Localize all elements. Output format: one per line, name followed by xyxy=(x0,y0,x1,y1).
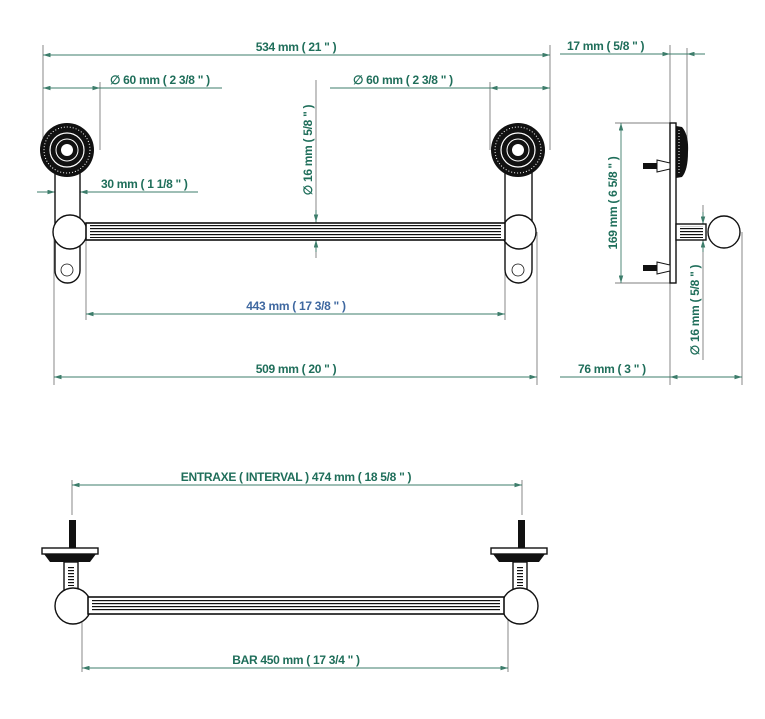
rosette-profile xyxy=(676,126,689,178)
label-bar-diameter: ∅ 16 mm ( 5/8 " ) xyxy=(301,104,315,195)
top-view: ENTRAXE ( INTERVAL ) 474 mm ( 18 5/8 " )… xyxy=(41,470,548,672)
right-mount-top xyxy=(490,520,548,625)
wall-anchor-icon xyxy=(643,159,671,173)
wall-anchor-icon xyxy=(643,261,671,275)
left-mount-top xyxy=(41,520,99,625)
right-bracket xyxy=(491,123,545,284)
knob xyxy=(501,214,537,250)
label-inner-length: 443 mm ( 17 3/8 " ) xyxy=(246,299,346,313)
knob xyxy=(707,215,741,249)
label-plate-height: 169 mm ( 6 5/8 " ) xyxy=(606,156,620,249)
left-bracket xyxy=(40,123,94,284)
rosette-icon xyxy=(40,123,94,177)
label-rosette-depth: 17 mm ( 5/8 " ) xyxy=(567,39,645,53)
label-side-bar-diameter: ∅ 16 mm ( 5/8 " ) xyxy=(688,264,702,355)
side-bracket xyxy=(643,122,741,284)
label-outer-length: 509 mm ( 20 " ) xyxy=(256,362,337,376)
wall-anchor-icon xyxy=(69,520,76,549)
front-view: 534 mm ( 21 " ) ∅ 60 mm ( 2 3/8 " ) ∅ 60… xyxy=(37,40,551,385)
label-bar-length: BAR 450 mm ( 17 3/4 " ) xyxy=(232,653,360,667)
label-plate-width: 30 mm ( 1 1/8 " ) xyxy=(101,177,188,191)
towel-bar xyxy=(85,222,506,241)
label-interval: ENTRAXE ( INTERVAL ) 474 mm ( 18 5/8 " ) xyxy=(181,470,412,484)
label-projection: 76 mm ( 3 " ) xyxy=(578,362,646,376)
extension-lines xyxy=(42,45,551,385)
wall-anchor-icon xyxy=(518,520,525,549)
label-overall-width: 534 mm ( 21 " ) xyxy=(256,40,337,54)
knob xyxy=(501,587,539,625)
screw-hole-icon xyxy=(511,263,525,277)
screw-hole-icon xyxy=(60,263,74,277)
rosette-icon xyxy=(491,123,545,177)
label-rosette-diameter-right: ∅ 60 mm ( 2 3/8 " ) xyxy=(353,73,453,87)
knob xyxy=(54,587,92,625)
label-rosette-diameter-left: ∅ 60 mm ( 2 3/8 " ) xyxy=(110,73,210,87)
knob xyxy=(52,214,88,250)
towel-bar-top xyxy=(87,596,505,615)
side-view: 17 mm ( 5/8 " ) 169 mm ( 6 5/8 " ) ∅ 16 … xyxy=(560,39,743,385)
